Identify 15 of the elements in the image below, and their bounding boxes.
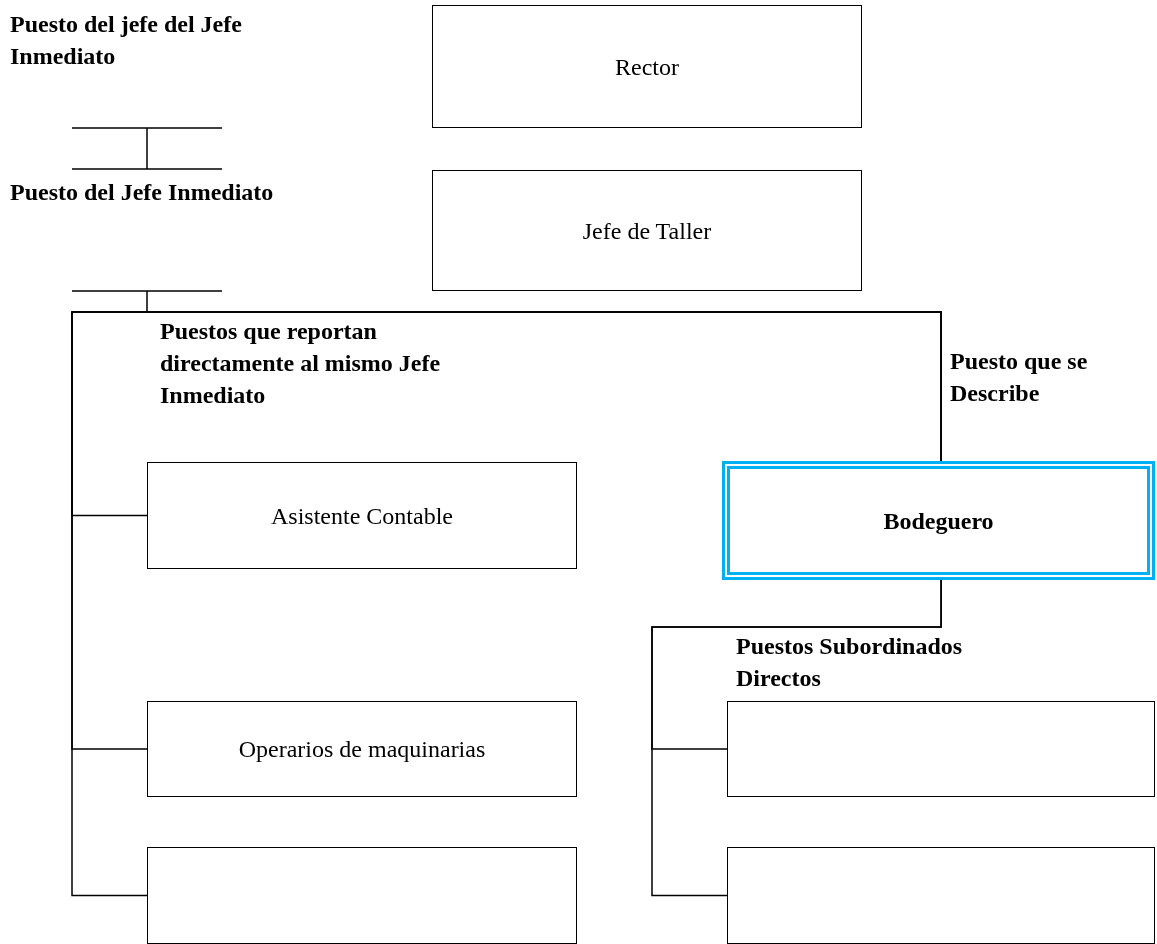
highlighted-position-box: [722, 461, 1155, 580]
connector-line: [71, 311, 942, 897]
position-title: Rector: [615, 52, 679, 82]
position-box: [147, 701, 577, 797]
position-box: [727, 701, 1155, 797]
position-box: [147, 462, 577, 569]
position-box: [432, 5, 862, 128]
position-title: Asistente Contable: [271, 501, 453, 531]
position-box: [147, 847, 577, 944]
position-box: [727, 847, 1155, 944]
position-title: Operarios de maquinarias: [238, 735, 486, 764]
position-title: Jefe de Taller: [582, 216, 712, 246]
connector-line: [651, 579, 942, 897]
position-title: Bodeguero: [883, 506, 994, 536]
position-box: [432, 170, 862, 291]
